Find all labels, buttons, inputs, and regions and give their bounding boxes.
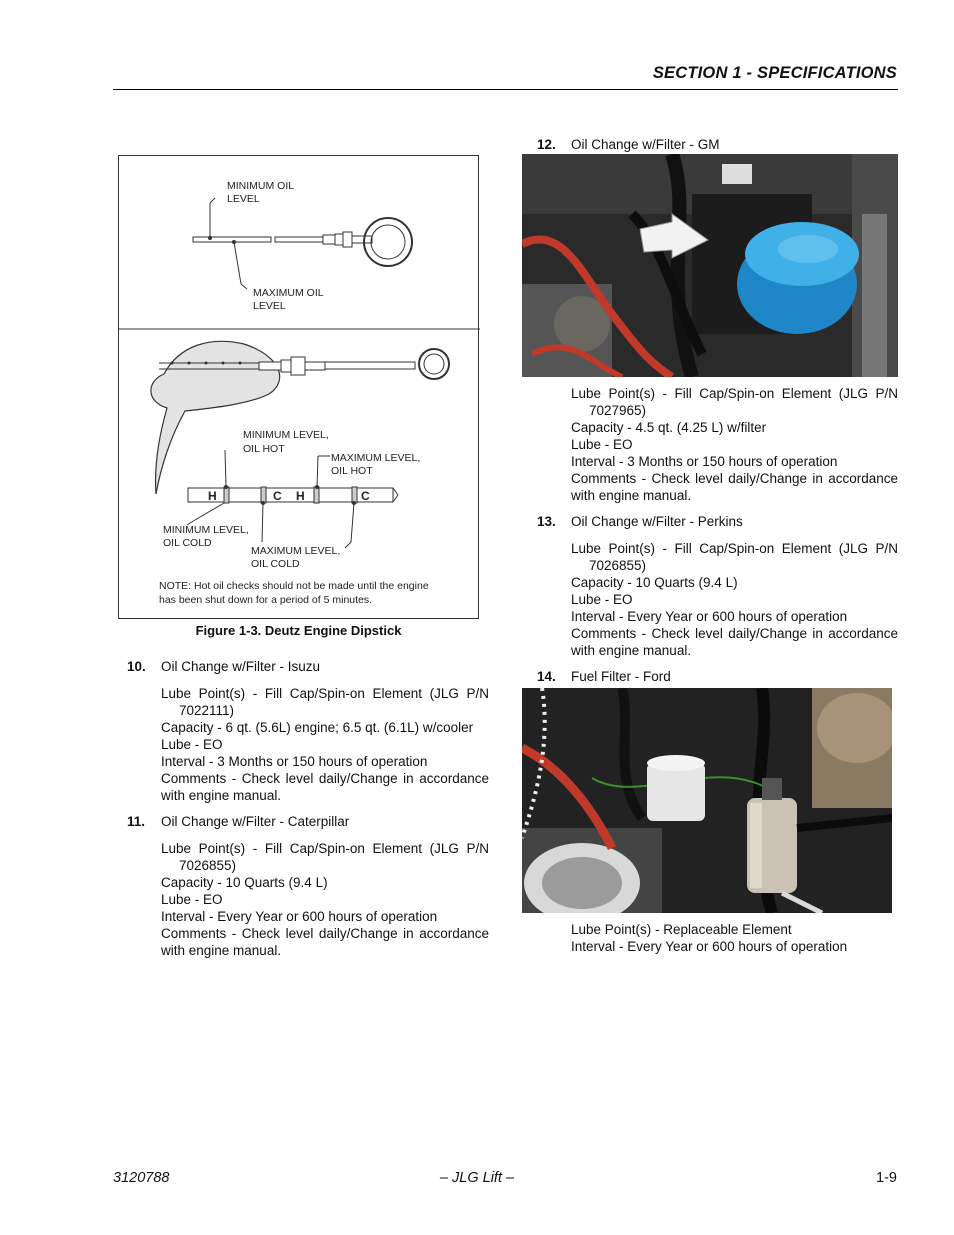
mark-c-1: C bbox=[273, 489, 282, 503]
detail-line: Interval - 3 Months or 150 hours of oper… bbox=[161, 754, 428, 769]
detail-line: Comments - Check level daily/Change in a… bbox=[571, 471, 898, 503]
step-title: Oil Change w/Filter - Caterpillar bbox=[161, 814, 350, 829]
step-14-details-block: Lube Point(s) - Replaceable Element Inte… bbox=[537, 921, 898, 964]
label-min-cold-2: OIL COLD bbox=[163, 537, 212, 549]
label-max-cold-2: OIL COLD bbox=[251, 558, 300, 570]
detail-line: Lube - EO bbox=[571, 437, 633, 452]
detail-line: Lube - EO bbox=[161, 737, 223, 752]
label-max-hot-2: OIL HOT bbox=[331, 465, 373, 477]
step-13-details: Lube Point(s) - Fill Cap/Spin-on Element… bbox=[537, 540, 898, 659]
step-12-heading-block: 12. Oil Change w/Filter - GM bbox=[537, 136, 898, 163]
label-min-hot-2: OIL HOT bbox=[243, 443, 285, 455]
step-12-details: Lube Point(s) - Fill Cap/Spin-on Element… bbox=[537, 385, 898, 504]
detail-line: Interval - 3 Months or 150 hours of oper… bbox=[571, 454, 838, 469]
detail-line: Lube Point(s) - Fill Cap/Spin-on Element… bbox=[161, 841, 489, 873]
figure-note-2: has been shut down for a period of 5 min… bbox=[159, 594, 372, 606]
step-10-details: Lube Point(s) - Fill Cap/Spin-on Element… bbox=[127, 685, 489, 804]
label-max-oil-2: LEVEL bbox=[253, 300, 286, 312]
section-title: SECTION 1 - SPECIFICATIONS bbox=[652, 64, 897, 82]
mark-c-2: C bbox=[361, 489, 370, 503]
step-title: Oil Change w/Filter - Isuzu bbox=[161, 659, 321, 674]
figure-note-1: NOTE: Hot oil checks should not be made … bbox=[159, 580, 429, 592]
detail-line: Interval - Every Year or 600 hours of op… bbox=[571, 939, 848, 954]
step-12-heading: 12. Oil Change w/Filter - GM bbox=[537, 136, 898, 153]
ford-fuel-filter-photo bbox=[522, 688, 892, 913]
dipstick-diagram: MINIMUM OIL LEVEL MAXIMUM OIL LEVEL bbox=[119, 180, 480, 606]
step-14-heading: 14. Fuel Filter - Ford bbox=[537, 668, 898, 685]
detail-line: Lube Point(s) - Fill Cap/Spin-on Element… bbox=[161, 686, 489, 718]
step-11-details: Lube Point(s) - Fill Cap/Spin-on Element… bbox=[127, 840, 489, 959]
detail-line: Lube Point(s) - Replaceable Element bbox=[571, 922, 792, 937]
detail-line: Capacity - 4.5 qt. (4.25 L) w/filter bbox=[571, 420, 767, 435]
deutz-dipstick-figure: MINIMUM OIL LEVEL MAXIMUM OIL LEVEL bbox=[118, 155, 480, 619]
label-min-hot-1: MINIMUM LEVEL, bbox=[243, 429, 329, 441]
detail-line: Lube Point(s) - Fill Cap/Spin-on Element… bbox=[571, 386, 898, 418]
label-max-hot-1: MAXIMUM LEVEL, bbox=[331, 452, 420, 464]
step-title: Oil Change w/Filter - Perkins bbox=[571, 514, 743, 529]
step-11-heading: 11. Oil Change w/Filter - Caterpillar bbox=[127, 813, 489, 830]
label-min-oil-1: MINIMUM OIL bbox=[227, 180, 294, 192]
footer-brand: – JLG Lift – bbox=[439, 1170, 515, 1186]
detail-line: Interval - Every Year or 600 hours of op… bbox=[571, 609, 848, 624]
mark-h-2: H bbox=[296, 489, 305, 503]
left-column: 10. Oil Change w/Filter - Isuzu Lube Poi… bbox=[127, 658, 489, 968]
page-number: 1-9 bbox=[876, 1170, 897, 1186]
detail-line: Comments - Check level daily/Change in a… bbox=[161, 926, 489, 958]
detail-line: Capacity - 6 qt. (5.6L) engine; 6.5 qt. … bbox=[161, 720, 474, 735]
step-12-details-block: Lube Point(s) - Fill Cap/Spin-on Element… bbox=[537, 385, 898, 695]
step-number: 12. bbox=[537, 137, 556, 152]
step-title: Oil Change w/Filter - GM bbox=[571, 137, 720, 152]
detail-line: Capacity - 10 Quarts (9.4 L) bbox=[161, 875, 328, 890]
label-max-cold-1: MAXIMUM LEVEL, bbox=[251, 545, 340, 557]
detail-line: Lube - EO bbox=[571, 592, 633, 607]
doc-number: 3120788 bbox=[113, 1170, 170, 1186]
step-number: 14. bbox=[537, 669, 556, 684]
detail-line: Lube - EO bbox=[161, 892, 223, 907]
detail-line: Interval - Every Year or 600 hours of op… bbox=[161, 909, 438, 924]
detail-line: Comments - Check level daily/Change in a… bbox=[571, 626, 898, 658]
figure-caption: Figure 1-3. Deutz Engine Dipstick bbox=[195, 623, 402, 638]
step-13-heading: 13. Oil Change w/Filter - Perkins bbox=[537, 513, 898, 530]
step-title: Fuel Filter - Ford bbox=[571, 669, 671, 684]
detail-line: Lube Point(s) - Fill Cap/Spin-on Element… bbox=[571, 541, 898, 573]
step-number: 10. bbox=[127, 659, 146, 674]
step-number: 11. bbox=[127, 814, 146, 829]
label-min-cold-1: MINIMUM LEVEL, bbox=[163, 524, 249, 536]
header-rule bbox=[113, 89, 898, 90]
step-14-details: Lube Point(s) - Replaceable Element Inte… bbox=[537, 921, 898, 955]
label-min-oil-2: LEVEL bbox=[227, 193, 260, 205]
gm-oil-filter-photo bbox=[522, 154, 898, 377]
mark-h-1: H bbox=[208, 489, 217, 503]
step-number: 13. bbox=[537, 514, 556, 529]
label-max-oil-1: MAXIMUM OIL bbox=[253, 287, 324, 299]
step-10-heading: 10. Oil Change w/Filter - Isuzu bbox=[127, 658, 489, 675]
detail-line: Comments - Check level daily/Change in a… bbox=[161, 771, 489, 803]
detail-line: Capacity - 10 Quarts (9.4 L) bbox=[571, 575, 738, 590]
